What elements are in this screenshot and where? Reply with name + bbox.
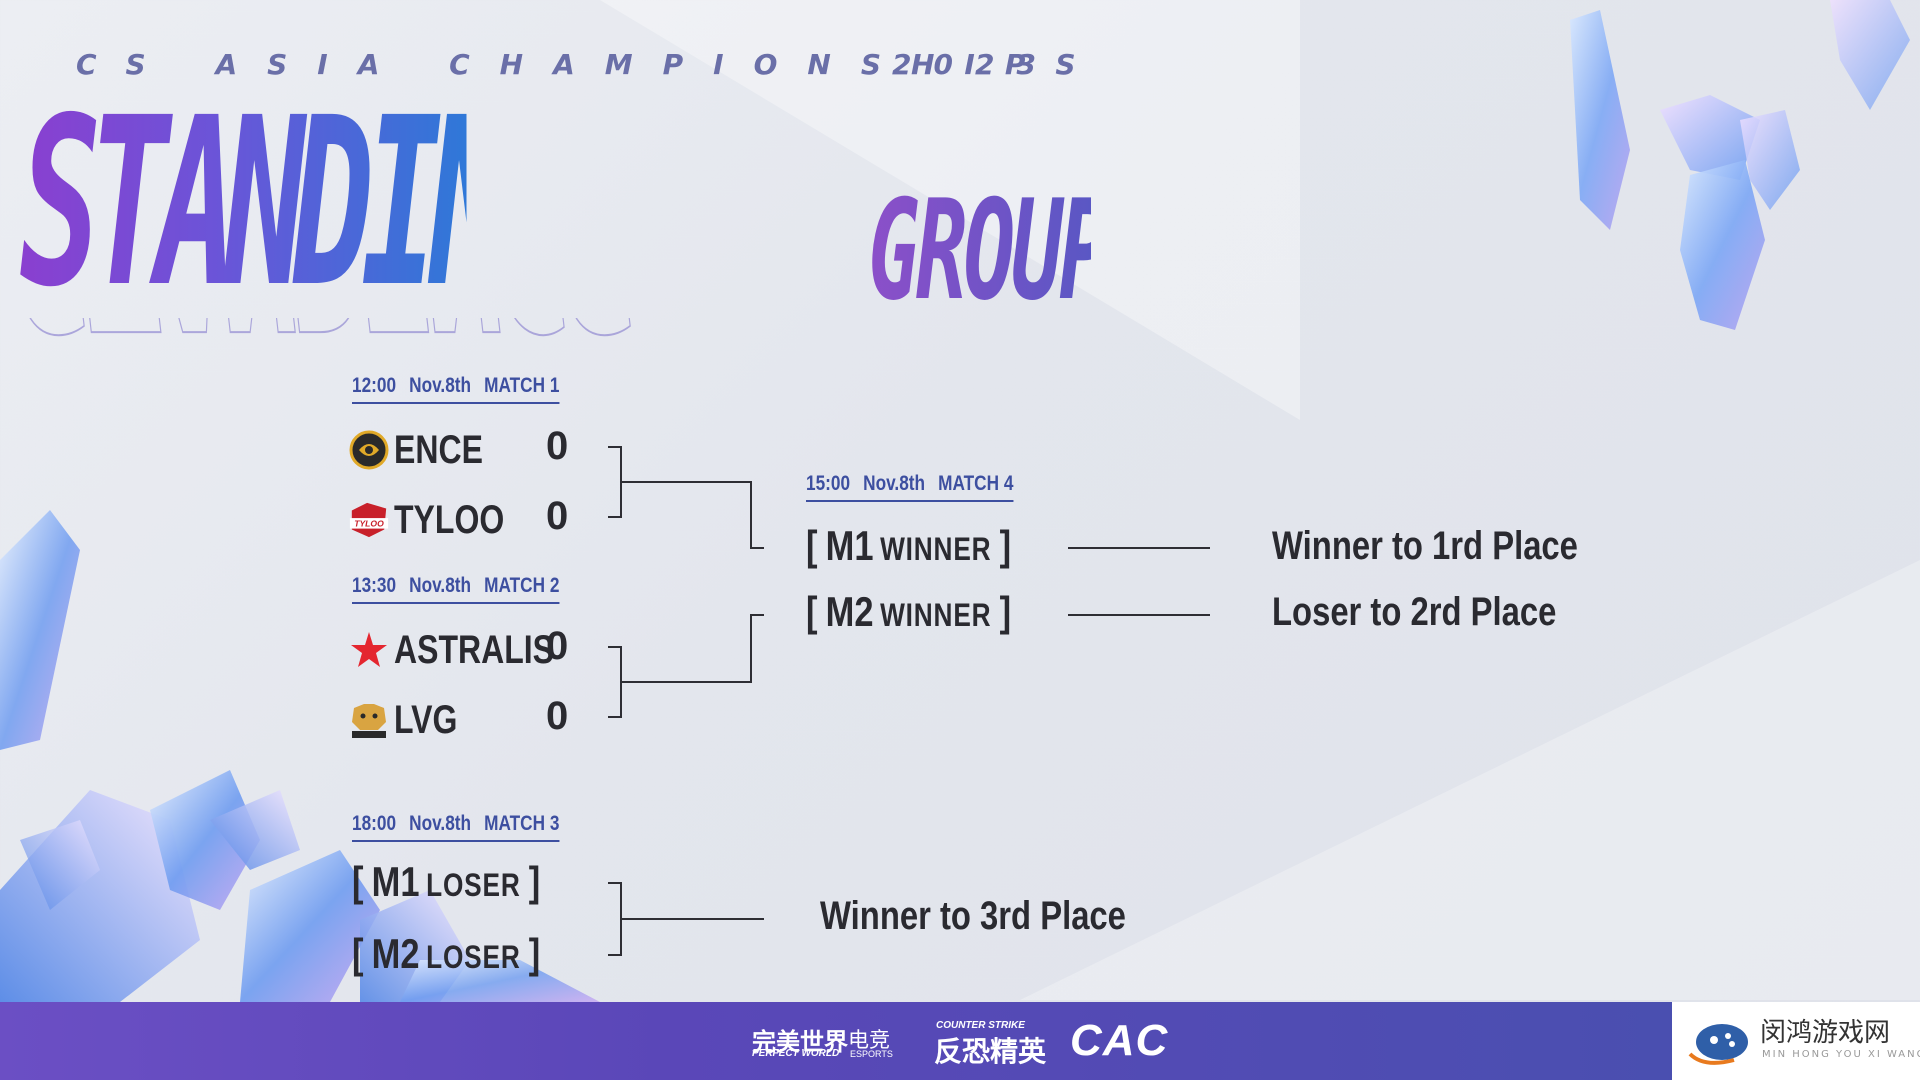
bracket-line: [750, 481, 752, 549]
astralis-logo-icon: [348, 629, 390, 671]
bracket-line: [608, 954, 622, 956]
page-title: STANDINGS: [20, 68, 647, 338]
match-header-1: 12:00 Nov.8th MATCH 1: [352, 374, 560, 404]
bracket-line: [608, 516, 622, 518]
sponsor-cac-logo: CAC: [1070, 1016, 1169, 1065]
watermark-site-pinyin: MIN HONG YOU XI WANG: [1762, 1049, 1920, 1060]
result-line: [1068, 614, 1210, 616]
sponsor-perfect-world-en: PERFECT WORLD: [752, 1048, 840, 1059]
bracket-line: [608, 646, 622, 648]
bracket-line: [620, 481, 752, 483]
match-time: 15:00: [806, 472, 851, 495]
team-row-lvg: LVG: [348, 696, 473, 744]
match-header-4: 15:00 Nov.8th MATCH 4: [806, 472, 1014, 502]
match-label: MATCH 2: [484, 574, 560, 597]
match-date: Nov.8th: [863, 472, 926, 495]
sponsor-counter-strike-logo: 反恐精英: [934, 1036, 1047, 1067]
team-name: ASTRALIS: [394, 627, 554, 672]
result-line: [1068, 547, 1210, 549]
bracket-line: [750, 547, 764, 549]
team-score: 0: [546, 624, 569, 668]
bracket-line: [620, 918, 764, 920]
outcome-first-place: Winner to 1rd Place: [1272, 524, 1578, 568]
crystal-decoration-bottom-left: [0, 510, 600, 1002]
match-header-3: 18:00 Nov.8th MATCH 3: [352, 812, 560, 842]
bracket-line: [608, 716, 622, 718]
bracket-line: [750, 614, 764, 616]
match-date: Nov.8th: [409, 812, 472, 835]
event-year: 2023: [892, 48, 1058, 81]
outcome-second-place: Loser to 2rd Place: [1272, 590, 1557, 634]
crystal-decoration-top-right: [1570, 0, 1910, 330]
team-score: 0: [546, 694, 569, 738]
team-name: TYLOO: [394, 497, 505, 542]
svg-text:TYLOO: TYLOO: [354, 519, 384, 529]
team-row-tyloo: TYLOO TYLOO: [348, 496, 532, 544]
team-name: LVG: [394, 697, 458, 742]
lvg-logo-icon: [348, 699, 390, 741]
group-label: GROUP A: [868, 170, 1231, 331]
match-date: Nov.8th: [409, 374, 472, 397]
outcome-third-place: Winner to 3rd Place: [820, 894, 1126, 938]
page-title-reflection: STANDINGS: [8, 318, 768, 358]
bracket-line: [608, 882, 622, 884]
team-score: 0: [546, 494, 569, 538]
bracket-line: [608, 446, 622, 448]
match-time: 13:30: [352, 574, 397, 597]
match-label: MATCH 4: [938, 472, 1014, 495]
gamepad-logo-icon: [1688, 1024, 1748, 1065]
sponsor-counter-strike-top: COUNTER STRIKE: [936, 1020, 1025, 1031]
team-score: 0: [546, 424, 569, 468]
match-date: Nov.8th: [409, 574, 472, 597]
tyloo-logo-icon: TYLOO: [348, 499, 390, 541]
sponsor-esports-en: ESPORTS: [850, 1049, 893, 1059]
team-row-astralis: ASTRALIS: [348, 626, 594, 674]
match-time: 18:00: [352, 812, 397, 835]
event-title: CS ASIA CHAMPIONSHIPS: [76, 48, 1106, 81]
footer-band: [0, 1002, 1672, 1080]
team-row-ence: ENCE: [348, 426, 505, 474]
sponsor-esports-cn: 电竞: [848, 1029, 890, 1052]
watermark-site-name: 闵鸿游戏网: [1760, 1018, 1891, 1048]
match-header-2: 13:30 Nov.8th MATCH 2: [352, 574, 560, 604]
match-label: MATCH 3: [484, 812, 560, 835]
bracket-line: [750, 614, 752, 683]
ence-logo-icon: [348, 429, 390, 471]
sponsor-perfect-world-logo: 完美世界: [752, 1029, 848, 1056]
match-label: MATCH 1: [484, 374, 560, 397]
team-name: ENCE: [394, 427, 483, 472]
match-time: 12:00: [352, 374, 397, 397]
bracket-line: [620, 681, 752, 683]
